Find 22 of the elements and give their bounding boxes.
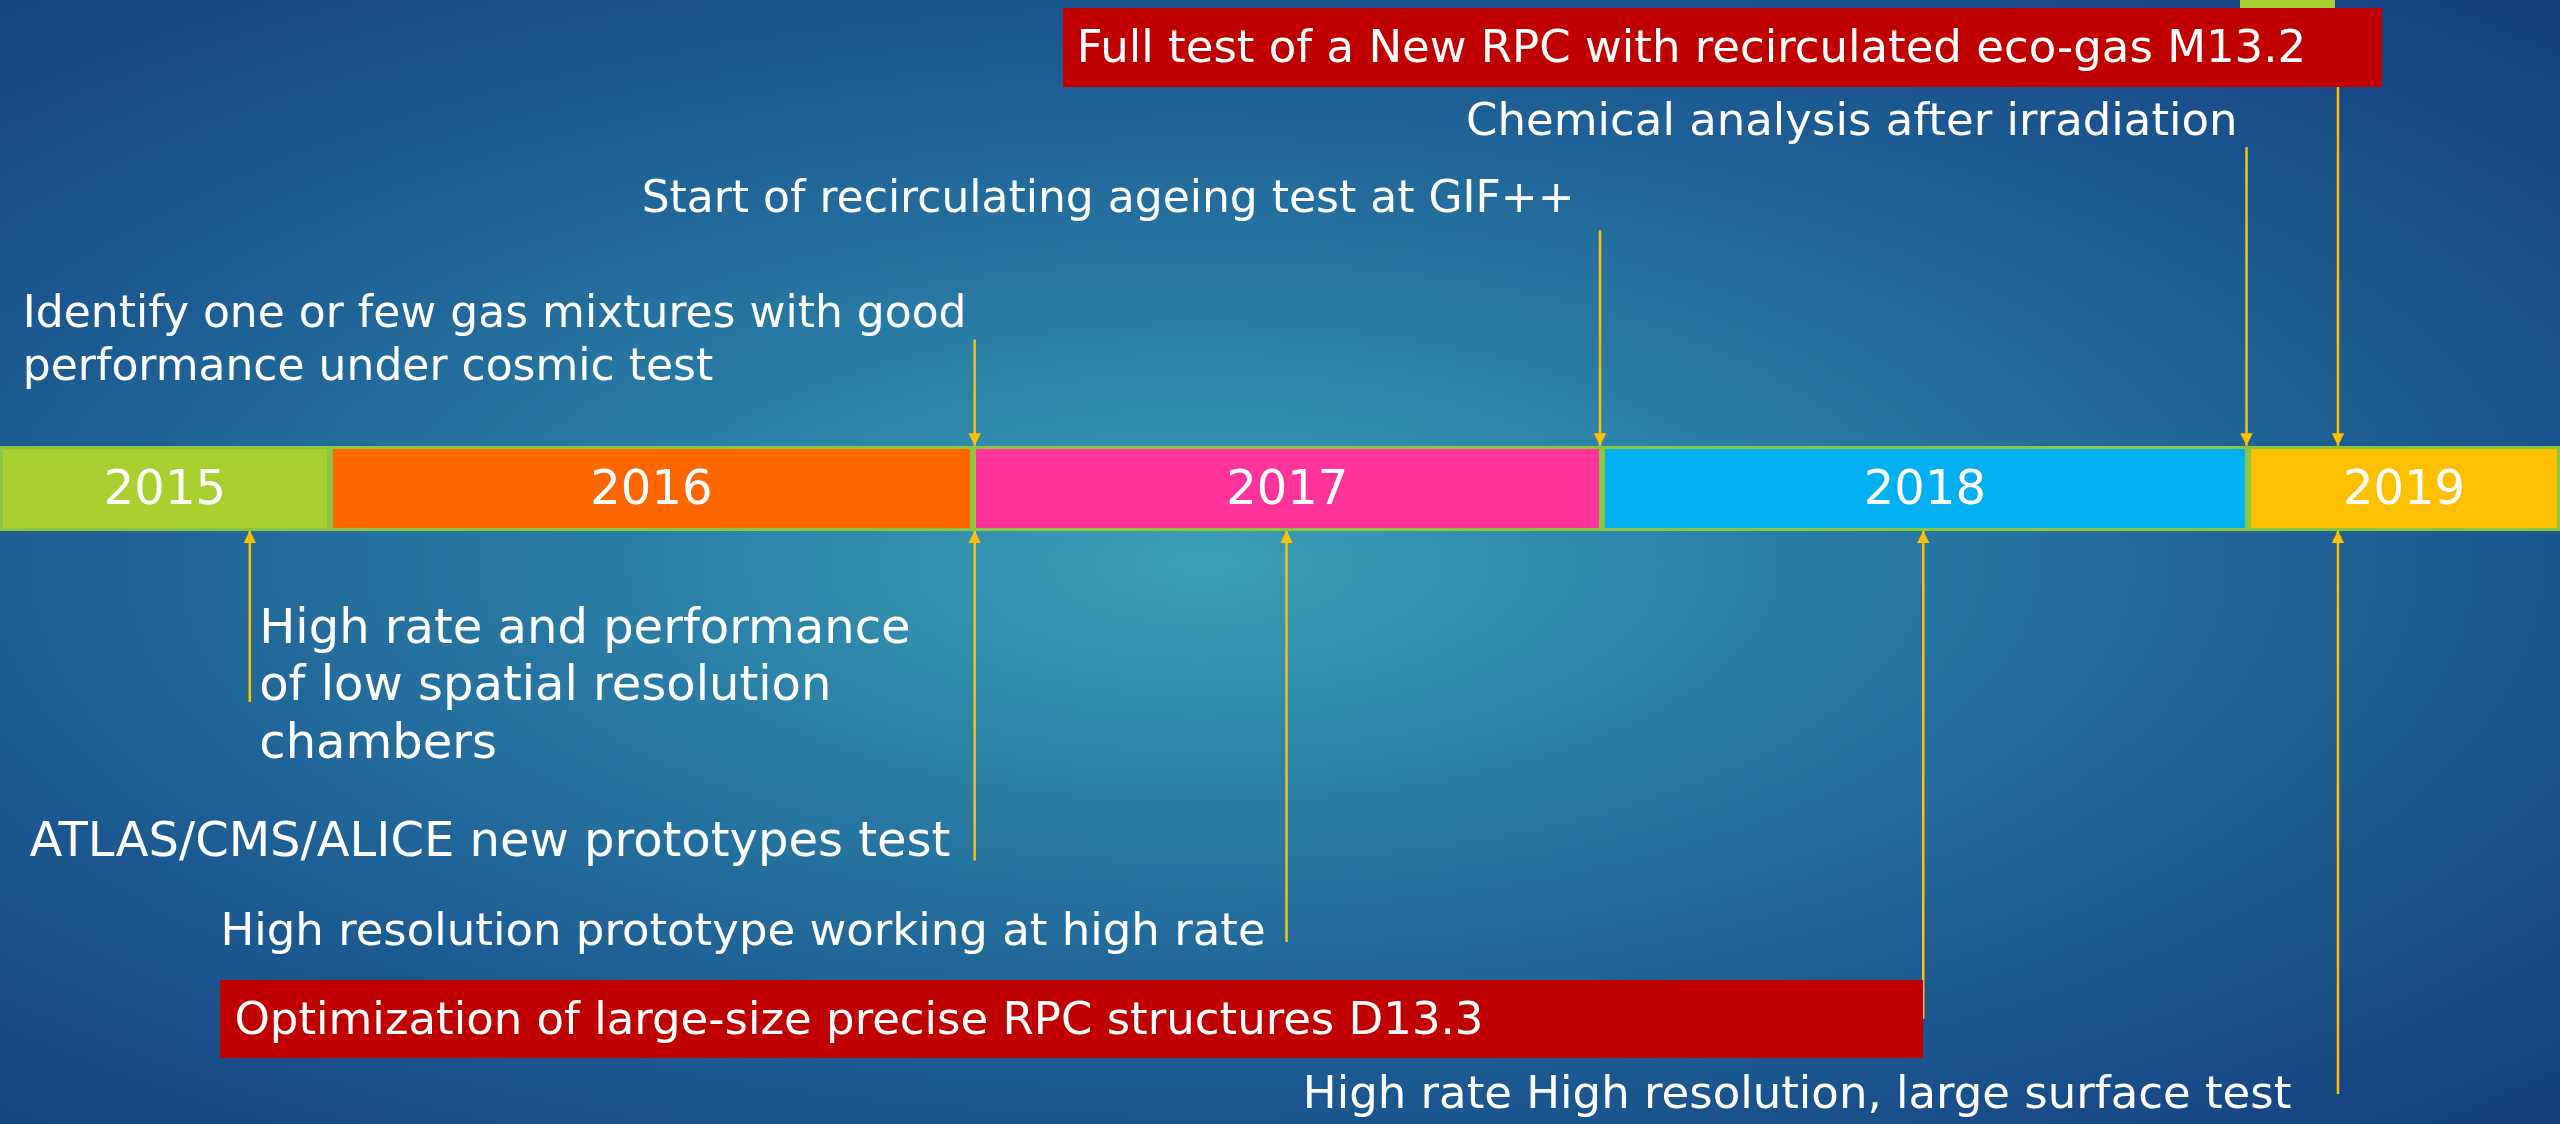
year-segment: 2019 [2248,445,2560,531]
milestone-text: ATLAS/CMS/ALICE new prototypes test [29,811,982,871]
leader-arrow [2331,86,2345,446]
milestone-text: High rate and performance of low spatial resolution chambers [243,597,920,774]
milestone-text: High rate High resolution, large surface test [1302,1066,2345,1124]
milestone-text: Identify one or few gas mixtures with good performance under cosmic test [22,285,982,404]
leader-arrow [2240,146,2253,446]
milestone-text: Start of recirculating ageing test at GIF++ [641,171,1607,231]
leader-arrow [968,339,981,446]
year-segment: 2016 [329,445,974,531]
milestone-banner: Optimization of large-size precise RPC structures D13.3 [220,979,1924,1058]
leader-arrow [968,530,981,861]
year-segment: 2018 [1601,445,2249,531]
year-segment: 2017 [973,445,1602,531]
leader-arrow [1280,530,1293,943]
leader-arrow [2331,530,2345,1094]
milestone-banner: Full test of a New RPC with recirculated eco-gas M13.2 [1062,8,2382,87]
milestone-text: Chemical analysis after irradiation [1466,93,2254,152]
year-segment: 2015 [0,445,330,531]
leader-arrow [243,530,257,703]
leader-arrow [1593,230,1607,446]
milestone-text: High resolution prototype working at high rate [220,902,1294,962]
